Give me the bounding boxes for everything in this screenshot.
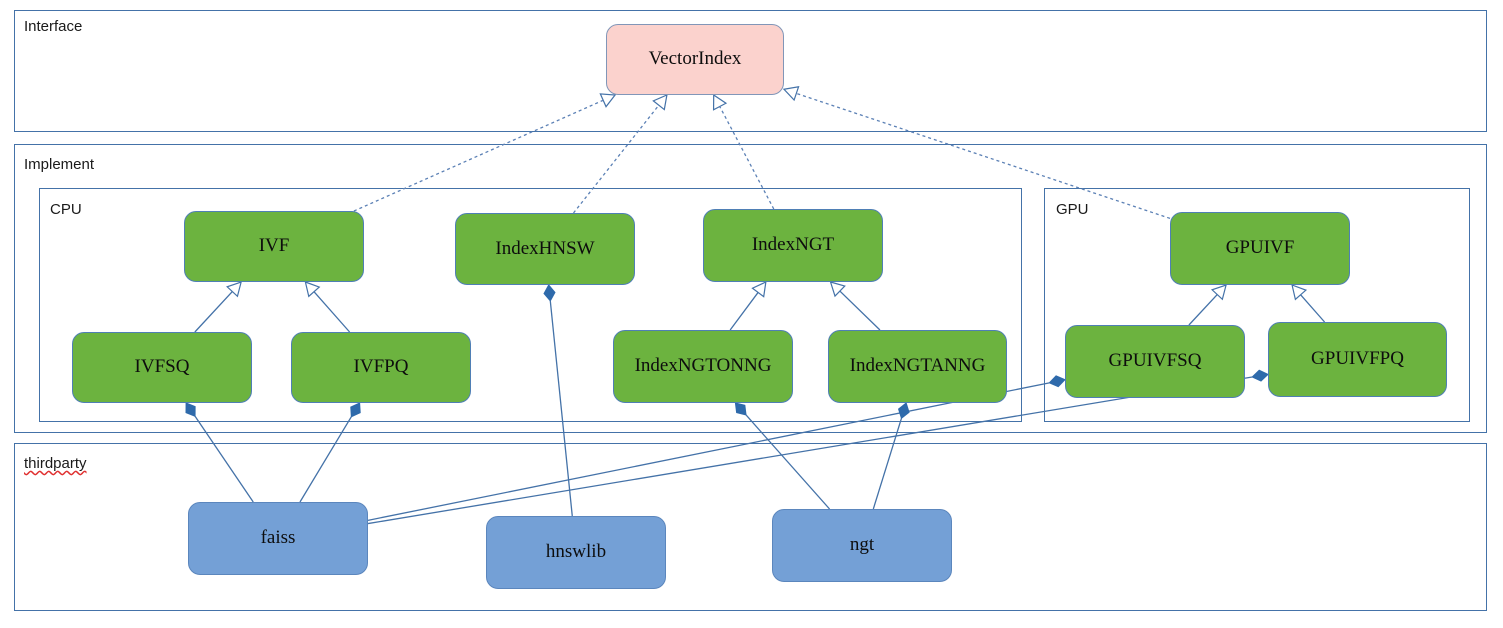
node-indexhnsw[interactable]: IndexHNSW <box>455 213 635 285</box>
node-vectorindex[interactable]: VectorIndex <box>606 24 784 95</box>
group-gpu <box>1044 188 1470 422</box>
group-label-thirdparty: thirdparty <box>24 455 87 472</box>
node-gpuivf[interactable]: GPUIVF <box>1170 212 1350 285</box>
group-label-gpu: GPU <box>1056 201 1089 218</box>
group-label-interface: Interface <box>24 18 83 35</box>
node-ivfsq[interactable]: IVFSQ <box>72 332 252 403</box>
node-ivf[interactable]: IVF <box>184 211 364 282</box>
node-gpuivfpq[interactable]: GPUIVFPQ <box>1268 322 1447 397</box>
node-indexngtonng[interactable]: IndexNGTONNG <box>613 330 793 403</box>
node-faiss[interactable]: faiss <box>188 502 368 575</box>
group-label-cpu: CPU <box>50 201 82 218</box>
node-hnswlib[interactable]: hnswlib <box>486 516 666 589</box>
node-ivfpq[interactable]: IVFPQ <box>291 332 471 403</box>
node-ngt[interactable]: ngt <box>772 509 952 582</box>
node-indexngtanng[interactable]: IndexNGTANNG <box>828 330 1007 403</box>
node-gpuivfsq[interactable]: GPUIVFSQ <box>1065 325 1245 398</box>
group-label-implement: Implement <box>24 156 95 173</box>
node-indexngt[interactable]: IndexNGT <box>703 209 883 282</box>
